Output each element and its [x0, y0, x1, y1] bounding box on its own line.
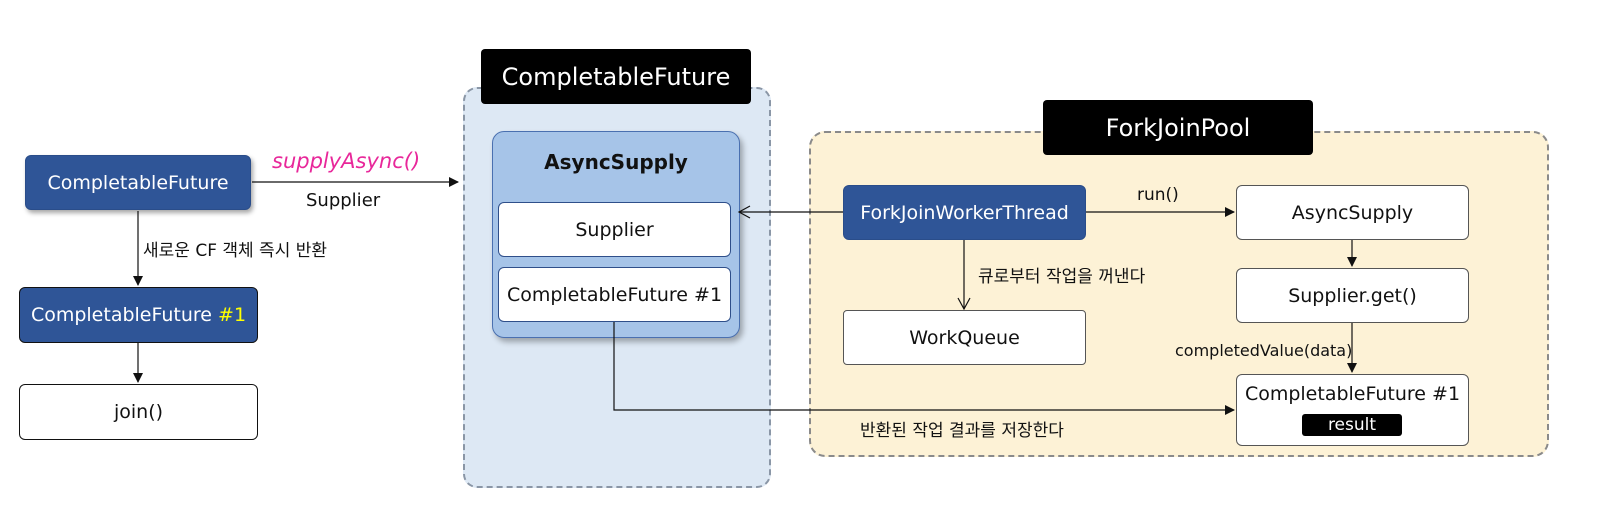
fork-join-pool-region-title: ForkJoinPool: [1043, 100, 1313, 155]
completable-future-box: CompletableFuture: [25, 155, 251, 210]
completable-future-1-number: #1: [218, 304, 247, 326]
take-from-queue-label: 큐로부터 작업을 꺼낸다: [978, 267, 1146, 287]
supplier-arg-label: Supplier: [306, 190, 381, 211]
completable-future-1-inner-box: CompletableFuture #1: [498, 267, 731, 322]
completable-future-1-result-box: CompletableFuture #1 result: [1236, 374, 1469, 446]
completed-value-label: completedValue(data): [1175, 341, 1353, 360]
supplier-box: Supplier: [498, 202, 731, 257]
work-queue-box: WorkQueue: [843, 310, 1086, 365]
completable-future-region-title: CompletableFuture: [481, 49, 751, 104]
supply-async-method-label: supplyAsync(): [272, 149, 421, 173]
store-result-label: 반환된 작업 결과를 저장한다: [860, 421, 1064, 441]
join-box: join(): [19, 384, 258, 440]
completable-future-1-box: CompletableFuture #1: [19, 287, 258, 343]
async-supply-box: AsyncSupply: [1236, 185, 1469, 240]
completable-future-1-label: CompletableFuture: [30, 304, 219, 326]
run-label: run(): [1137, 185, 1179, 205]
supplier-get-box: Supplier.get(): [1236, 268, 1469, 323]
new-cf-return-label: 새로운 CF 객체 즉시 반환: [143, 241, 328, 261]
fork-join-worker-thread-box: ForkJoinWorkerThread: [843, 185, 1086, 240]
store-result-arrow: [613, 322, 1235, 415]
completable-future-1-result-title: CompletableFuture #1: [1244, 383, 1461, 405]
result-badge: result: [1302, 414, 1402, 436]
async-supply-title: AsyncSupply: [544, 150, 688, 174]
